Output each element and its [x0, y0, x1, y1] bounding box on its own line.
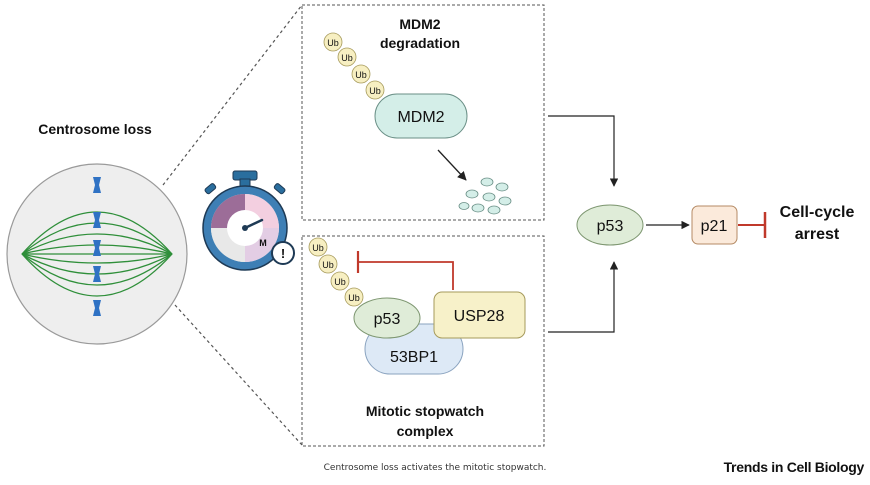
stopwatch-hand-label: M: [259, 238, 267, 248]
mdm2-degradation-panel: [301, 4, 545, 221]
svg-text:Ub: Ub: [327, 38, 339, 48]
pathway-p53: p53: [576, 204, 644, 246]
svg-text:Ub: Ub: [334, 277, 346, 287]
bottom-panel-title-line2: complex: [397, 423, 454, 439]
svg-text:Ub: Ub: [348, 293, 360, 303]
ub-tag: Ub: [365, 80, 385, 100]
bottom-panel-title-line1: Mitotic stopwatch: [366, 403, 484, 419]
svg-text:Ub: Ub: [355, 70, 367, 80]
degraded-fragments: [458, 177, 512, 215]
usp28-label: USP28: [454, 308, 505, 325]
chromosomes: [93, 177, 101, 316]
outcome-line2: arrest: [795, 226, 840, 243]
svg-text:Ub: Ub: [312, 243, 324, 253]
figure-caption: Centrosome loss activates the mitotic st…: [323, 463, 547, 473]
ub-tag: Ub: [323, 32, 343, 52]
journal-brand: Trends in Cell Biology: [723, 459, 865, 475]
ub-tag: Ub: [330, 271, 350, 291]
stopwatch-icon: M !: [202, 170, 295, 271]
complex-to-p53-arrow: [548, 261, 619, 333]
mitotic-stopwatch-panel: [301, 235, 545, 447]
bp1-label: 53BP1: [390, 349, 438, 366]
mdm2-label: MDM2: [397, 109, 444, 126]
mdm2-protein: MDM2: [374, 93, 468, 139]
centrosome-loss-label: Centrosome loss: [38, 121, 152, 137]
usp28-inhibition-line: [358, 261, 454, 290]
zoom-line-top: [162, 4, 303, 186]
complex-p53: p53: [353, 297, 421, 339]
zoom-line-bottom: [174, 304, 303, 446]
spindle-cell: [6, 163, 188, 345]
ub-tag: Ub: [344, 287, 364, 307]
ub-tag: Ub: [308, 237, 328, 257]
top-panel-title-line2: degradation: [380, 35, 460, 51]
svg-text:Ub: Ub: [322, 260, 334, 270]
pathway-p21-label: p21: [701, 218, 728, 235]
ub-tag: Ub: [351, 64, 371, 84]
pathway-p53-label: p53: [597, 218, 624, 235]
pathway-p21: p21: [691, 205, 738, 245]
degradation-arrow: [437, 149, 467, 181]
svg-text:Ub: Ub: [369, 86, 381, 96]
alert-icon: !: [271, 241, 295, 265]
usp28-protein: USP28: [433, 291, 526, 339]
bottom-ub-chain: Ub Ub Ub Ub: [308, 237, 364, 307]
svg-text:Ub: Ub: [341, 53, 353, 63]
top-panel-title-line1: MDM2: [399, 16, 440, 32]
top-ub-chain: Ub Ub Ub Ub: [323, 32, 385, 100]
ub-tag: Ub: [337, 47, 357, 67]
complex-p53-label: p53: [374, 311, 401, 328]
ub-tag: Ub: [318, 254, 338, 274]
mdm2-to-p53-arrow: [548, 115, 619, 187]
outcome-line1: Cell-cycle: [780, 204, 855, 221]
alert-label: !: [281, 246, 285, 261]
